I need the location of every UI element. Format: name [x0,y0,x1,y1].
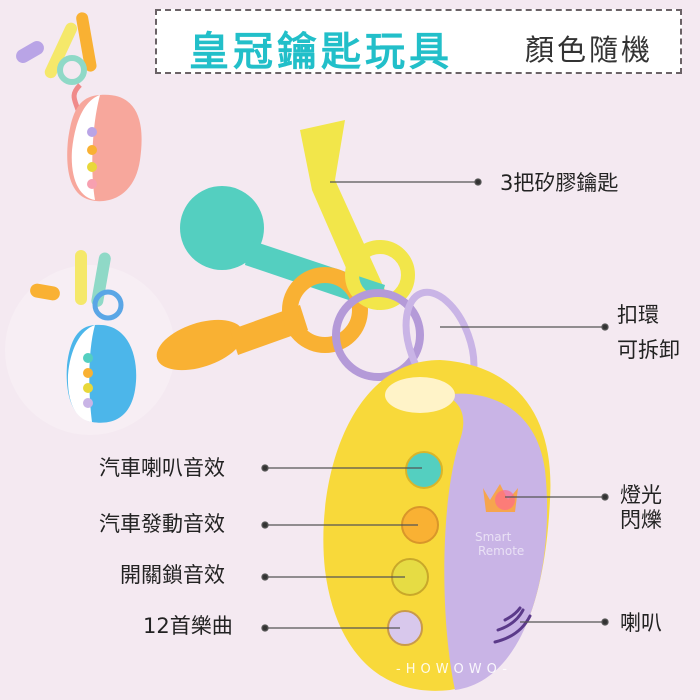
device-print-line2: Remote [478,544,525,558]
variant-blue-thumbnail [30,250,137,423]
orange-ring [282,267,368,353]
variant-pink-thumbnail [16,12,142,202]
clip-ring [332,289,424,381]
label-ring: 扣環 [617,303,659,327]
label-horn: 汽車喇叭音效 [99,456,225,480]
color-random-note: 顏色隨機 [525,33,654,67]
label-music: 12首樂曲 [143,614,233,638]
callout-lines [261,178,609,632]
round-key-head [180,186,264,270]
label-ring-detachable: 可拆卸 [617,338,680,362]
speaker-icon [493,606,532,644]
title-banner: 皇冠鑰匙玩具 顏色隨機 [155,9,682,75]
label-lock: 開關鎖音效 [120,563,225,587]
label-flash: 閃爍 [620,508,662,532]
label-speaker: 喇叭 [620,611,662,635]
label-keys: 3把矽膠鑰匙 [500,171,619,195]
horn-button [405,451,443,489]
label-engine: 汽車發動音效 [99,512,225,536]
smart-remote-toy [323,360,551,691]
label-light: 燈光 [620,483,662,507]
device-print-line1: Smart [475,530,512,544]
silicone-keys [156,120,478,402]
watermark: -HOWOWO- [396,662,512,677]
product-title: 皇冠鑰匙玩具 [189,29,453,75]
